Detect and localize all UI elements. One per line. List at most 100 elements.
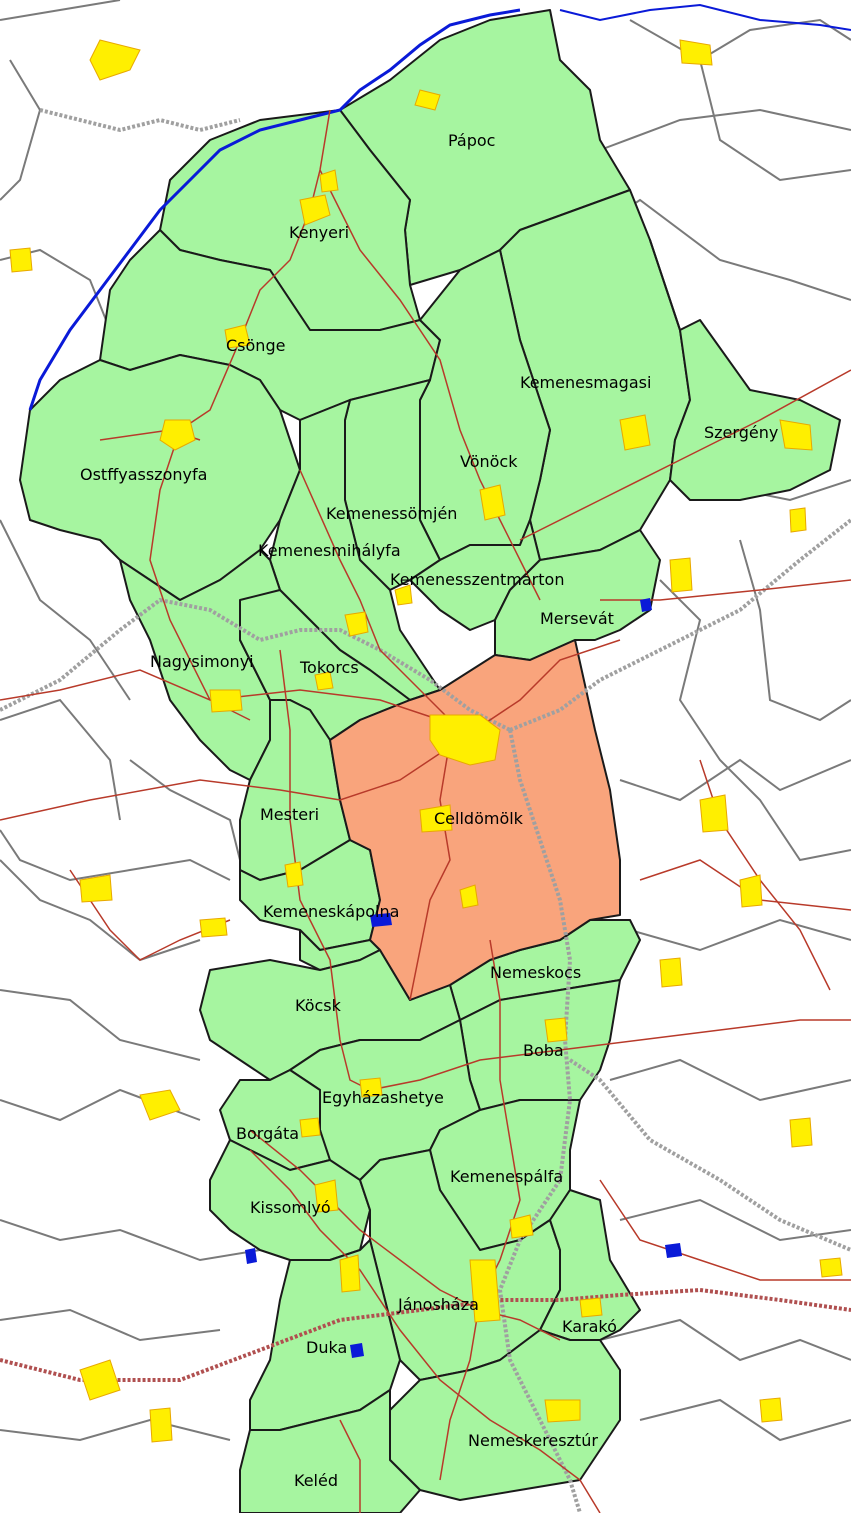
label-vonock: Vönöck <box>460 452 518 471</box>
label-kemeneskapolna: Kemeneskápolna <box>263 902 399 921</box>
label-duka: Duka <box>306 1338 347 1357</box>
settlement <box>419 804 453 833</box>
label-kemenesmihalyfa: Kemenesmihályfa <box>258 541 401 560</box>
label-borgata: Borgáta <box>236 1124 299 1143</box>
road <box>519 369 851 541</box>
road <box>600 579 851 601</box>
settlement <box>149 1407 173 1443</box>
outside-border <box>0 1219 261 1262</box>
settlement <box>209 689 243 713</box>
label-janoshaza: Jánosháza <box>397 1295 479 1314</box>
outside-border <box>659 579 851 862</box>
label-nemeskeresztur: Nemeskeresztúr <box>468 1431 598 1450</box>
settlement <box>579 1297 603 1318</box>
outside-border <box>0 0 121 21</box>
railway-line <box>568 1058 851 1252</box>
settlement <box>544 1017 568 1043</box>
label-papoc: Pápoc <box>448 131 495 150</box>
label-kemenespalfa: Kemenespálfa <box>450 1167 563 1186</box>
road <box>0 639 621 821</box>
settlement <box>669 557 693 593</box>
settlement <box>509 1214 534 1239</box>
label-boba: Boba <box>523 1041 564 1060</box>
label-tokorcs: Tokorcs <box>299 658 359 677</box>
settlement <box>159 419 196 451</box>
settlement-celldomolk <box>429 714 501 766</box>
label-kissomlyo: Kissomlyó <box>250 1198 331 1217</box>
settlement <box>414 89 441 111</box>
lake <box>665 1243 682 1258</box>
outside-border <box>599 1318 851 1362</box>
label-celldomolk: Celldömölk <box>434 809 524 828</box>
road <box>439 939 521 1481</box>
settlement <box>9 247 33 273</box>
lake <box>370 913 392 927</box>
label-kemenesmagasi: Kemenesmagasi <box>520 373 651 392</box>
settlement <box>319 169 339 193</box>
label-karako: Karakó <box>562 1317 617 1336</box>
settlement <box>789 507 807 533</box>
settlement <box>89 39 141 81</box>
outside-border <box>739 539 851 722</box>
settlement <box>139 1089 181 1121</box>
road <box>299 469 451 721</box>
municipality-keled <box>239 1389 421 1513</box>
road <box>249 1149 601 1513</box>
outside-border <box>0 519 131 701</box>
settlement <box>344 611 369 637</box>
road <box>0 669 441 721</box>
settlements <box>9 39 843 1443</box>
settlement <box>759 1397 783 1423</box>
outside-border <box>0 698 121 821</box>
settlement <box>789 1117 813 1148</box>
outside-border <box>0 989 201 1061</box>
road <box>599 1179 851 1281</box>
settlement <box>469 1259 501 1323</box>
outside-border <box>629 918 851 952</box>
lake <box>640 598 652 612</box>
settlement <box>339 1254 361 1293</box>
railway-line <box>0 597 511 732</box>
road <box>319 169 541 601</box>
outside-border <box>0 859 201 962</box>
label-nagysimonyi: Nagysimonyi <box>150 652 254 671</box>
settlement <box>459 884 479 909</box>
outside-border <box>599 108 851 151</box>
railway-red-line <box>0 1287 851 1382</box>
outside-border <box>639 1398 851 1442</box>
label-csonge: Csönge <box>226 336 285 355</box>
railway-line <box>497 729 582 1513</box>
lake <box>245 1248 257 1264</box>
settlement <box>314 1179 339 1213</box>
municipality-celldomolk <box>329 639 621 1001</box>
label-kemenesszentmarton: Kemenesszentmárton <box>390 570 564 589</box>
settlement <box>679 39 713 66</box>
settlement <box>314 671 334 691</box>
settlement <box>739 874 763 908</box>
settlement <box>659 957 683 988</box>
settlement <box>619 414 651 451</box>
settlement <box>819 1257 843 1278</box>
label-szergeny: Szergény <box>704 423 778 442</box>
settlement <box>394 584 413 606</box>
settlement <box>699 794 729 833</box>
road <box>409 739 451 1001</box>
label-egyhazashetye: Egyházashetye <box>322 1088 444 1107</box>
label-mersevat: Mersevát <box>540 609 614 628</box>
label-kemenessomjen: Kemenessömjén <box>326 504 457 523</box>
label-nemeskocs: Nemeskocs <box>490 963 581 982</box>
road <box>639 859 851 911</box>
municipality-labels: Pápoc Kenyeri Csönge Kemenesmagasi Szerg… <box>80 131 778 1490</box>
settlement <box>284 861 304 888</box>
settlement <box>779 419 813 451</box>
railways <box>0 108 851 1513</box>
label-kocsk: Köcsk <box>295 996 342 1015</box>
outside-border <box>0 1418 231 1442</box>
municipality-mersevat <box>494 529 661 661</box>
settlement <box>299 1117 321 1138</box>
lake <box>350 1343 364 1358</box>
railway-line <box>39 108 241 133</box>
settlement <box>359 1077 383 1098</box>
